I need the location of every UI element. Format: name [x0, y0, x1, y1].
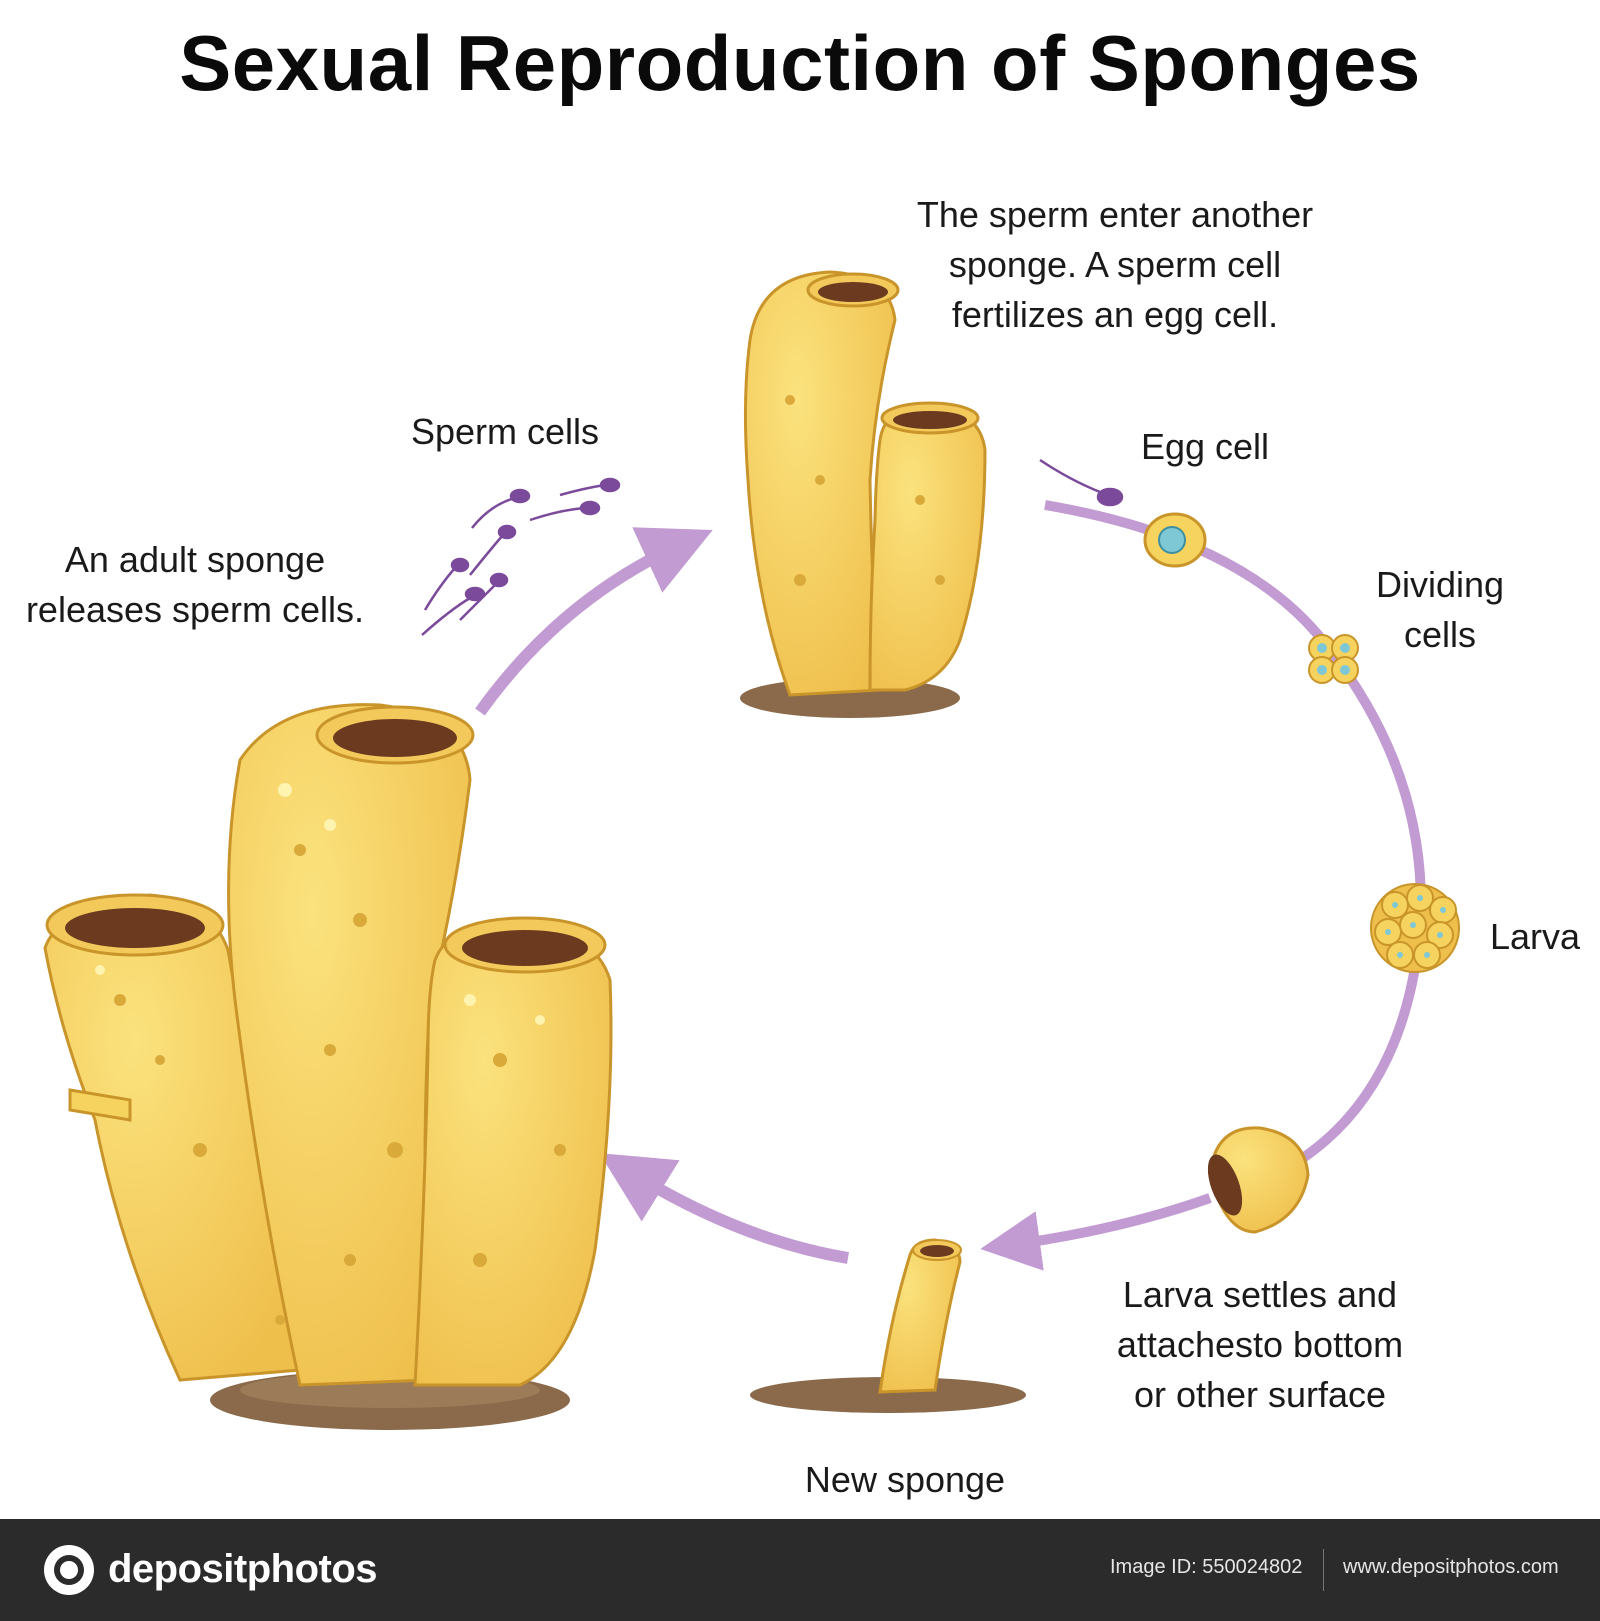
label-new-sponge: New sponge: [804, 1459, 1006, 1500]
second-sponge-illustration: [740, 270, 987, 718]
arrow-to-new-sponge: [980, 1193, 1212, 1271]
brand-name: depositphotos: [108, 1547, 378, 1591]
settling-larva-illustration: [1207, 1126, 1310, 1234]
label-fertilization: The sperm enter another sponge. A sperm …: [916, 194, 1314, 335]
footer-divider: [1323, 1549, 1324, 1591]
label-larva-settles: Larva settles and attachesto bottom or o…: [1116, 1274, 1404, 1415]
ground-mound: [750, 1377, 1026, 1413]
arrow-to-adult-sponge: [599, 1153, 849, 1264]
egg-cell-illustration: [1143, 512, 1207, 568]
label-larva: Larva: [1489, 916, 1581, 957]
label-sperm-cells: Sperm cells: [410, 411, 600, 452]
camera-icon: [44, 1545, 94, 1595]
label-dividing-cells: Dividing cells: [1375, 564, 1505, 655]
sperm-cells-left: [421, 477, 621, 636]
sponge-life-cycle-diagram: [43, 270, 1460, 1430]
image-id: Image ID: 550024802: [1110, 1556, 1303, 1578]
larva-illustration: [1370, 883, 1460, 973]
new-sponge-illustration: [750, 1238, 1026, 1413]
diagram-title: Sexual Reproduction of Sponges: [179, 19, 1421, 107]
dividing-cells-illustration: [1308, 634, 1359, 684]
adult-sponge-illustration: [43, 703, 613, 1430]
arrow-to-second-sponge: [475, 527, 713, 716]
website-url[interactable]: www.depositphotos.com: [1343, 1556, 1559, 1578]
cycle-path-right: [1044, 500, 1426, 1165]
footer-bar: depositphotos Image ID: 550024802 www.de…: [0, 1519, 1600, 1621]
sperm-near-egg: [1039, 458, 1124, 507]
label-adult-sponge: An adult sponge releases sperm cells.: [25, 539, 365, 630]
label-egg-cell: Egg cell: [1140, 426, 1270, 467]
